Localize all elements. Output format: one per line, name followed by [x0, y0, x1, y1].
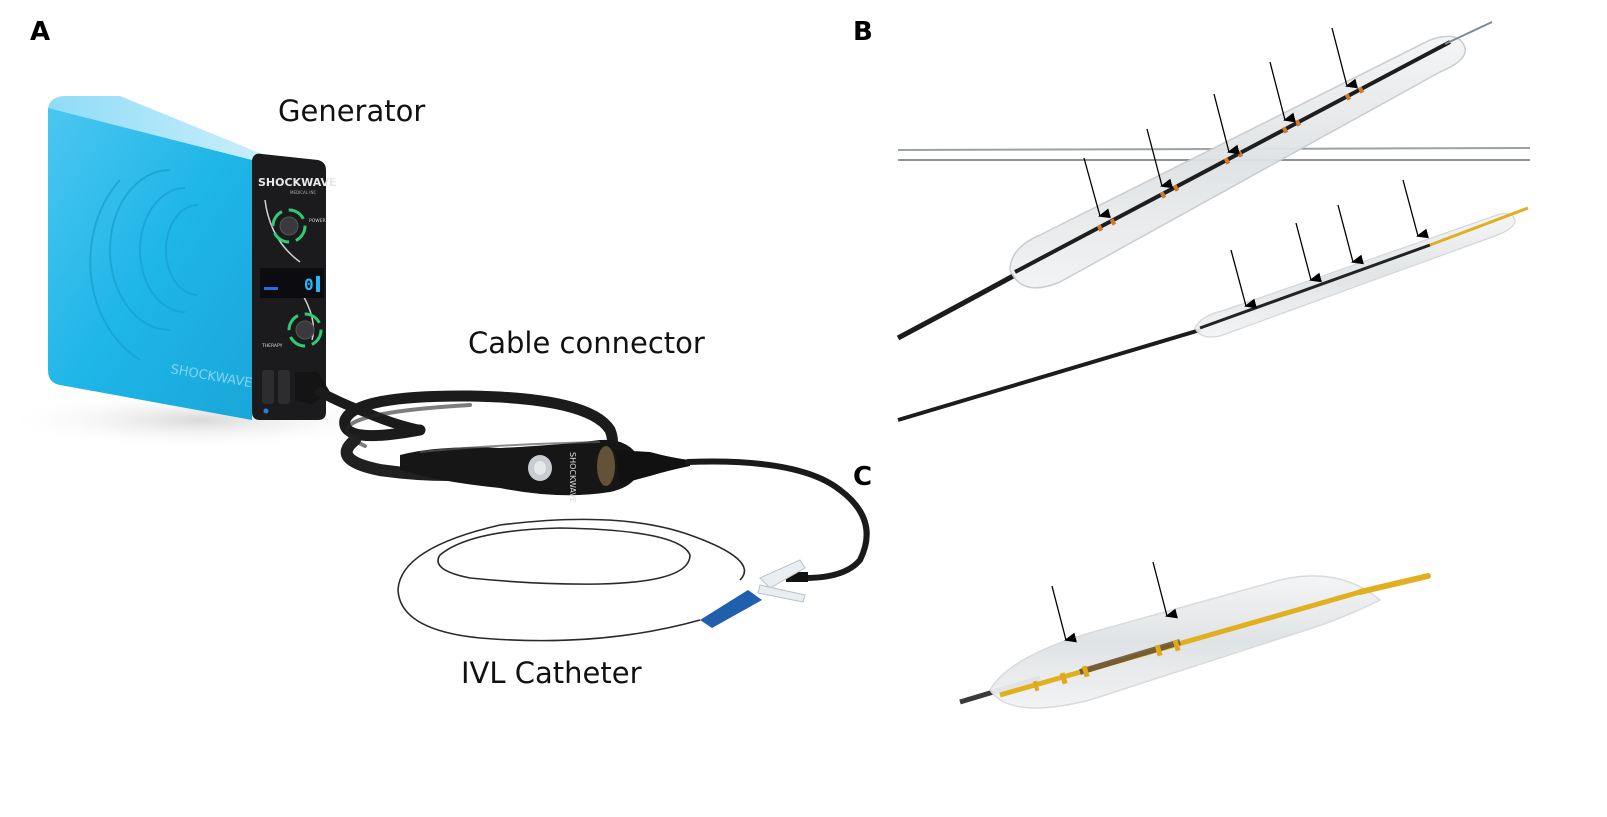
- handle-brand-text: SHOCKWAVE: [568, 452, 577, 503]
- balloon-catheter-lower: [897, 206, 1529, 422]
- power-label: POWER: [309, 218, 326, 224]
- arrow-icon: [1269, 61, 1296, 123]
- generator: SHOCKWAVE SHOCKWAVE MEDICAL INC POWER 0: [48, 96, 337, 420]
- panel-label-a: A: [30, 17, 51, 47]
- catheter-hub: [700, 559, 806, 628]
- connector-port: [262, 370, 274, 404]
- cable-connector-handle: SHOCKWAVE: [400, 439, 690, 503]
- panel-b-image: [896, 21, 1531, 422]
- generator-label: Generator: [278, 94, 426, 128]
- generator-top: [48, 96, 262, 160]
- wave-emblem-icon: [89, 169, 199, 361]
- catheter-blue-hub: [700, 590, 762, 628]
- panel-a-image: SHOCKWAVE SHOCKWAVE MEDICAL INC POWER 0: [0, 96, 870, 642]
- cable-connector-label: Cable connector: [468, 326, 705, 360]
- emitters: [1032, 639, 1181, 692]
- ivl-catheter-label: IVL Catheter: [461, 656, 642, 690]
- panel-label-c: C: [853, 462, 873, 492]
- power-button[interactable]: [271, 208, 307, 244]
- emitter-arrows-b-lower: [1230, 179, 1429, 309]
- connector-lens: [597, 446, 615, 486]
- therapy-label: THERAPY: [261, 343, 283, 349]
- arrow-icon: [1083, 157, 1111, 219]
- display-battery-bar: [316, 276, 320, 292]
- therapy-button[interactable]: [287, 312, 323, 348]
- arrow-icon: [1337, 204, 1364, 265]
- arrow-icon: [1152, 561, 1178, 619]
- catheter-tip: [1444, 21, 1493, 45]
- front-brand-subtext: MEDICAL INC: [290, 190, 316, 195]
- panel-c-image: [959, 561, 1431, 709]
- balloon-catheter-upper: [896, 21, 1493, 341]
- arrow-icon: [1051, 585, 1077, 643]
- catheter-cable: [685, 458, 870, 581]
- display-value: 0: [304, 275, 314, 294]
- arrow-icon: [1402, 179, 1429, 239]
- catheter-gold-tip: [1357, 573, 1431, 595]
- arrow-icon: [1331, 27, 1358, 89]
- catheter-gold-tip: [1429, 206, 1529, 247]
- emitters: [1096, 86, 1365, 232]
- connector-port: [278, 370, 290, 404]
- panel-label-b: B: [853, 17, 873, 47]
- generator-display: [260, 268, 324, 298]
- emitter-arrows-b-upper: [1083, 27, 1358, 219]
- arrow-icon: [1230, 249, 1257, 309]
- ivl-catheter-coil: [397, 518, 746, 642]
- generator-side: [48, 108, 252, 420]
- arrow-icon: [1295, 222, 1322, 283]
- arrow-icon: [1146, 128, 1173, 189]
- emitter-arrows-c: [1051, 561, 1178, 643]
- front-brand-text: SHOCKWAVE: [258, 176, 337, 189]
- arrow-icon: [1213, 93, 1240, 155]
